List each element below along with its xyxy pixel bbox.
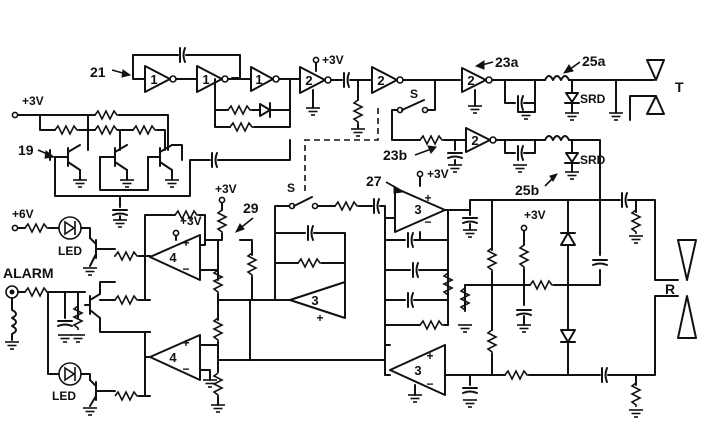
ref-label-19: 19 [18, 142, 34, 158]
antenna-transmit [629, 59, 665, 121]
svg-text:1: 1 [202, 72, 209, 87]
ref-label-29: 29 [243, 200, 259, 216]
opamp-3-middle: 3 + [289, 281, 346, 325]
inverter-gate-23a: 2 [461, 67, 493, 93]
switch-label-bottom: S [287, 181, 295, 195]
switch-bottom [288, 196, 319, 210]
srd-label-top: SRD [580, 92, 606, 106]
led-top [58, 216, 82, 240]
svg-text:2: 2 [471, 133, 478, 148]
ref-label-25b: 25b [515, 182, 539, 198]
transistor-alarm-top [89, 237, 116, 267]
svg-text:3: 3 [414, 202, 421, 217]
diode-osc [259, 102, 271, 118]
alarm-connector [5, 285, 19, 299]
antenna-label-t: T [675, 79, 684, 95]
switch-label-top: S [410, 87, 418, 101]
svg-text:−: − [182, 362, 189, 376]
led-bottom [58, 362, 82, 386]
svg-text:−: − [424, 215, 431, 229]
supply-label-right: +3V [524, 208, 546, 222]
antenna-receive [677, 239, 697, 339]
svg-text:3: 3 [311, 293, 318, 308]
svg-text:−: − [426, 377, 433, 391]
alarm-label: ALARM [3, 265, 54, 281]
transistor-19c [147, 144, 183, 171]
ref-label-21: 21 [90, 64, 106, 80]
ref-label-25a: 25a [582, 53, 606, 69]
transistor-alarm-mid [84, 293, 101, 319]
svg-text:1: 1 [150, 72, 157, 87]
inverter-gate-1b: 1 [196, 65, 229, 93]
inverter-gate-23b: 2 [465, 127, 497, 153]
opamp-3-bottom: 3 + − [389, 344, 446, 396]
transistor-19a [54, 144, 81, 171]
ref-label-23a: 23a [495, 54, 519, 70]
svg-text:4: 4 [169, 250, 177, 265]
diode-receiver-bottom [560, 329, 576, 343]
opamp-3-top: 3 + − [394, 187, 446, 233]
svg-text:+: + [182, 336, 189, 350]
opamp-4-bottom: 4 + − [149, 334, 201, 381]
supply-label-amp4: +3V [180, 214, 202, 228]
svg-text:1: 1 [255, 72, 262, 87]
alarm-coil [11, 297, 17, 341]
ref-label-27: 27 [366, 173, 382, 189]
led-label-bottom: LED [52, 389, 76, 403]
supply-label-6v: +6V [12, 207, 34, 221]
svg-text:+: + [182, 236, 189, 250]
opamp-4-top: 4 + − [149, 234, 201, 281]
svg-text:3: 3 [414, 363, 421, 378]
svg-text:2: 2 [467, 73, 474, 88]
supply-label-top: +3V [322, 53, 344, 67]
led-label-top: LED [58, 244, 82, 258]
svg-text:+: + [316, 311, 323, 325]
ref-label-23b: 23b [383, 147, 407, 163]
switch-link-dashed [304, 108, 379, 195]
inverter-gate-1c: 1 [250, 66, 280, 92]
inverter-gate-1a: 1 [144, 65, 177, 93]
switch-top [396, 99, 429, 114]
srd-diode-bottom [564, 152, 580, 164]
supply-label-19: +3V [22, 94, 44, 108]
svg-text:2: 2 [377, 73, 384, 88]
srd-diode-top [564, 92, 580, 104]
inductor-25a [544, 75, 570, 81]
antenna-label-r: R [665, 281, 675, 297]
diode-receiver-top [560, 232, 576, 246]
svg-text:−: − [182, 262, 189, 276]
srd-label-bottom: SRD [580, 153, 606, 167]
transistor-19b [99, 144, 128, 171]
supply-label-29: +3V [215, 182, 237, 196]
inductor-25b [544, 135, 570, 141]
svg-text:+: + [426, 349, 433, 363]
svg-text:2: 2 [305, 73, 312, 88]
inverter-gate-2b: 2 [371, 66, 404, 94]
svg-text:+: + [424, 191, 431, 205]
supply-label-27: +3V [427, 167, 449, 181]
transistor-alarm-bottom [89, 379, 116, 407]
svg-text:4: 4 [169, 350, 177, 365]
